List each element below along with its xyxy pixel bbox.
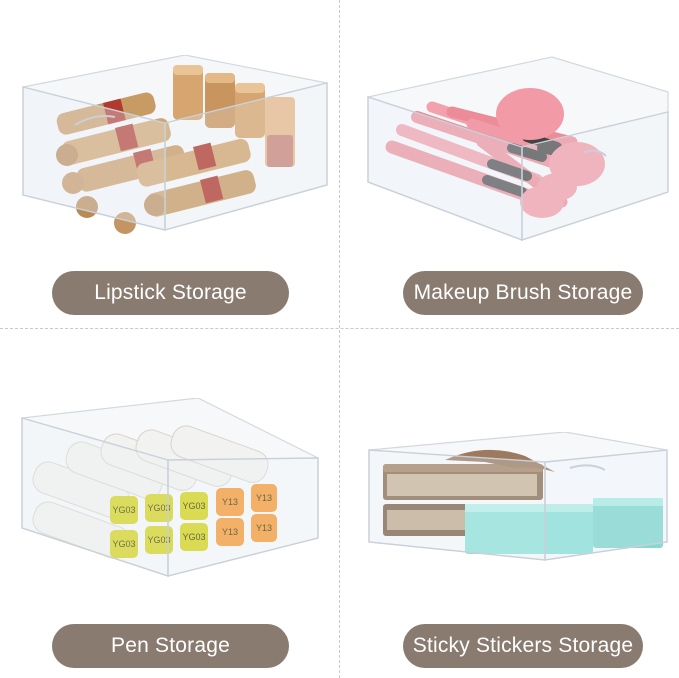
brush-organizer-photo (367, 56, 669, 242)
sticky-stickers-storage-label: Sticky Stickers Storage (403, 624, 643, 668)
vertical-divider (339, 0, 340, 678)
pen-cap-code: YG03 (182, 501, 205, 511)
pen-cap-code: Y13 (222, 527, 238, 537)
pen-cap-code: Y13 (256, 493, 272, 503)
pen-cap-code: Y13 (256, 523, 272, 533)
pen-cap-code: YG03 (112, 505, 135, 515)
sticker-organizer-photo (368, 432, 668, 561)
pen-cap-code: Y13 (222, 497, 238, 507)
pen-cap-code: YG03 (182, 532, 205, 542)
pen-cap-code: YG03 (147, 535, 170, 545)
pen-cap-code: YG03 (147, 503, 170, 513)
horizontal-divider (0, 328, 679, 329)
lipstick-storage-label: Lipstick Storage (52, 271, 289, 315)
pen-storage-label: Pen Storage (52, 624, 289, 668)
lipstick-organizer-photo (22, 55, 328, 234)
pen-organizer-photo: YG03 YG03 YG03 Y13 Y13 YG03 YG03 YG03 Y1… (21, 398, 319, 577)
makeup-brush-storage-label: Makeup Brush Storage (403, 271, 643, 315)
pen-cap-code: YG03 (112, 539, 135, 549)
